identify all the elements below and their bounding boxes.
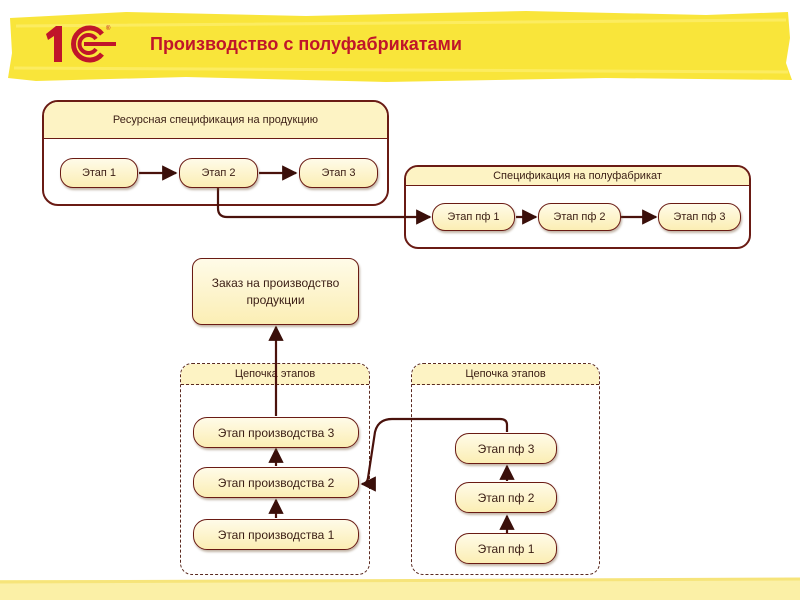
footer-band: [0, 577, 800, 600]
semi-spec-stage-2[interactable]: Этап пф 2: [538, 203, 621, 231]
semi-spec-stage-3[interactable]: Этап пф 3: [658, 203, 741, 231]
registered-mark: ®: [106, 25, 111, 32]
resource-stage-1[interactable]: Этап 1: [60, 158, 138, 188]
production-stage-1[interactable]: Этап производства 1: [193, 519, 359, 550]
page-title: Производство с полуфабрикатами: [150, 34, 462, 54]
chain-semi-stage-2[interactable]: Этап пф 2: [455, 482, 557, 513]
resource-stage-2[interactable]: Этап 2: [179, 158, 258, 188]
resource-spec-frame: Ресурсная спецификация на продукцию: [42, 100, 389, 206]
logo-1c: ®: [40, 22, 120, 66]
resource-stage-3[interactable]: Этап 3: [299, 158, 378, 188]
production-order-box[interactable]: Заказ на производство продукции: [192, 258, 359, 325]
chain-main-label: Цепочка этапов: [181, 364, 369, 385]
semi-spec-stage-1[interactable]: Этап пф 1: [432, 203, 515, 231]
resource-spec-label: Ресурсная спецификация на продукцию: [44, 102, 387, 139]
header-band: [8, 11, 792, 82]
production-stage-3[interactable]: Этап производства 3: [193, 417, 359, 448]
chain-semi-stage-1[interactable]: Этап пф 1: [455, 533, 557, 564]
production-stage-2[interactable]: Этап производства 2: [193, 467, 359, 498]
chain-semi-stage-3[interactable]: Этап пф 3: [455, 433, 557, 464]
chain-semi-label: Цепочка этапов: [412, 364, 599, 385]
semi-spec-label: Спецификация на полуфабрикат: [406, 167, 749, 186]
